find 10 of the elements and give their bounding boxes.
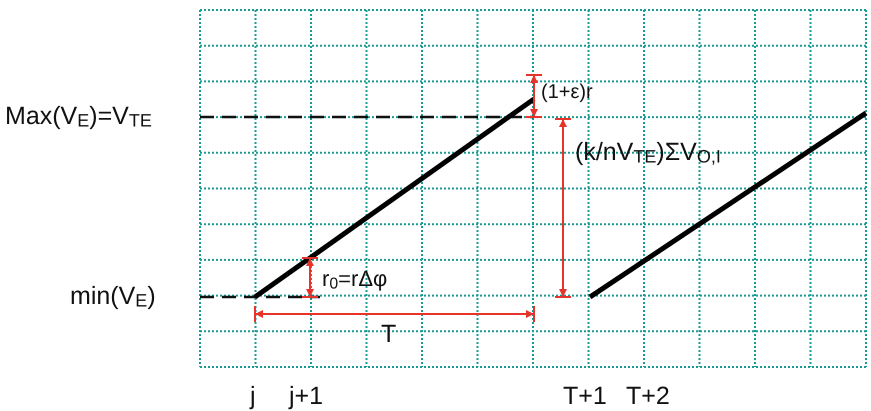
dimension-label: (1+ε)r (541, 82, 593, 102)
dimension-label: (k/nV$_{TE}$)ΣV$_{O,I}$ (575, 140, 721, 166)
dimension-label: r$_{0}$=rΔφ (322, 268, 388, 292)
axis-label: j (250, 384, 256, 409)
axis-label: min(V$_{E}$) (70, 284, 156, 310)
dimension-label: T (381, 322, 396, 347)
axis-label: j+1 (289, 384, 324, 409)
axis-label: T+1 (563, 384, 607, 409)
axis-label: T+2 (626, 384, 670, 409)
axis-label: Max(V$_{E}$)=V$_{TE}$ (5, 104, 152, 130)
